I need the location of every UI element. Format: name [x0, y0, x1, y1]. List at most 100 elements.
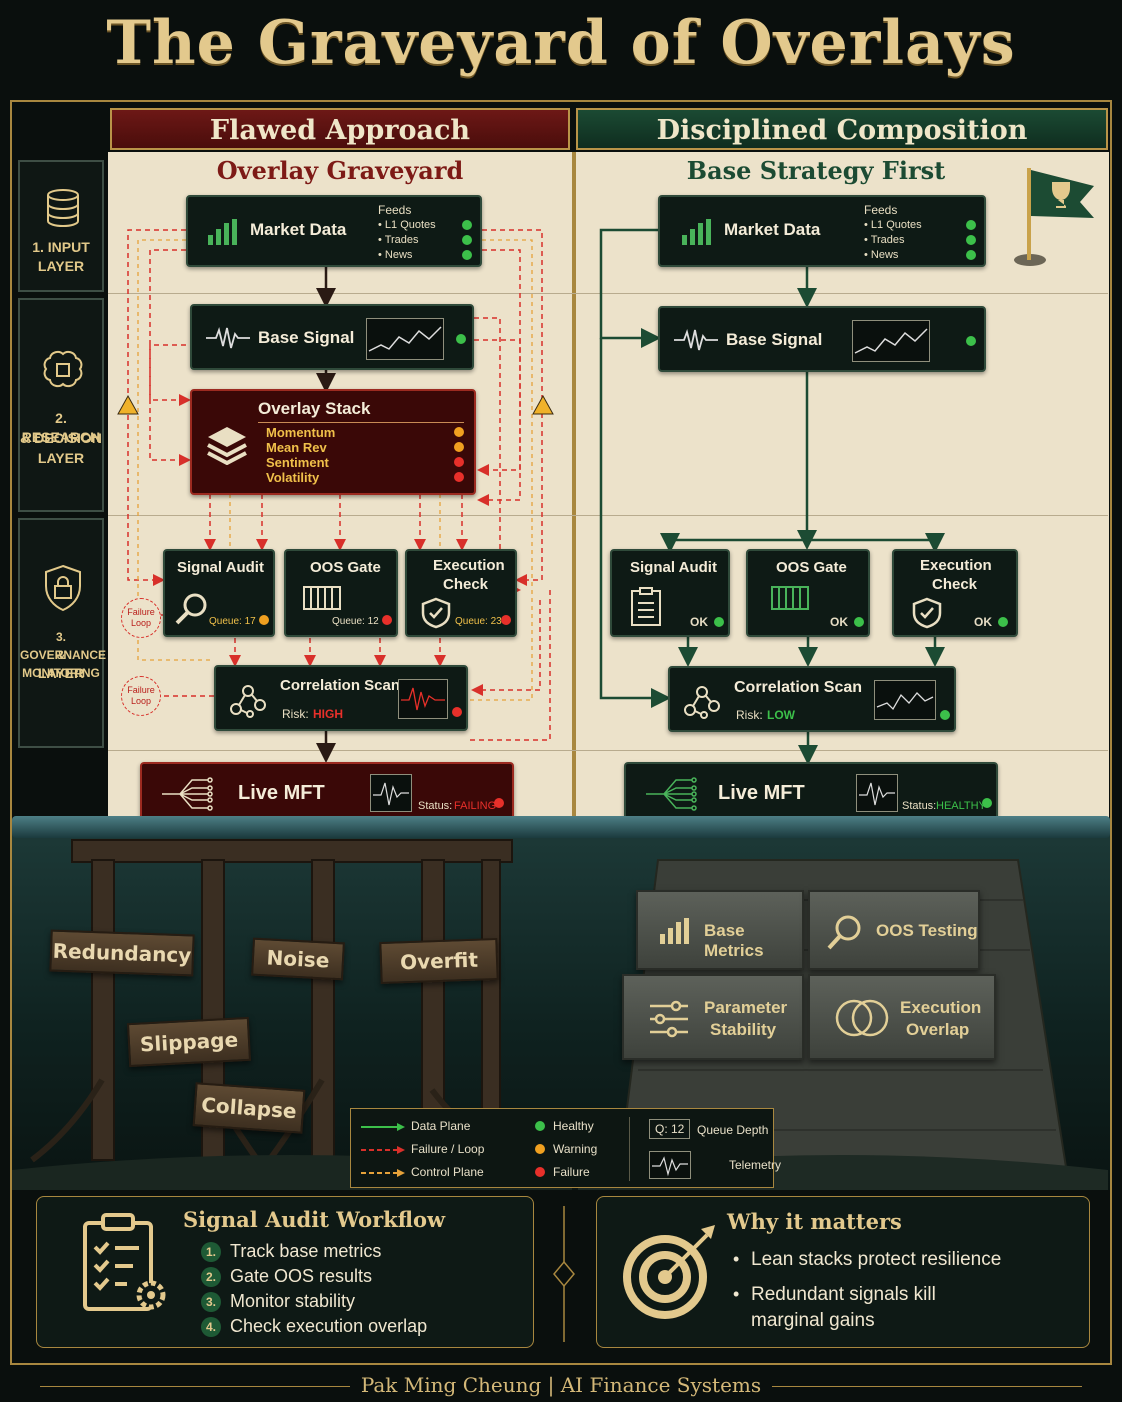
status-dot [454, 442, 464, 452]
gate-icon [303, 586, 341, 610]
layer-label-line: LAYER [37, 450, 85, 466]
node-title: OOS Gate [310, 559, 381, 576]
layer-label-line: LAYER [37, 258, 85, 274]
footer-rule [40, 1386, 350, 1387]
risk-label: Risk: [282, 707, 309, 721]
layers-icon [207, 427, 247, 465]
legend-line-samples [361, 1123, 405, 1177]
telemetry-chart [874, 680, 936, 720]
stone-label: Stability [710, 1020, 777, 1039]
step-number: 1. [201, 1242, 221, 1262]
queue-depth: Queue: 23 [455, 616, 502, 627]
node-title: Correlation Scan [280, 677, 401, 694]
status-dot [494, 798, 504, 808]
stone-label: Parameter [704, 998, 788, 1017]
why-point: Redundant signals kill [751, 1284, 936, 1305]
signal-audit-workflow-panel: Signal Audit Workflow 1. Track base metr… [36, 1196, 534, 1348]
layer-governance-monitoring: 3. GOVERNANCE & MONITORING LAYER [18, 518, 106, 748]
status-dot [501, 615, 511, 625]
status-dot [982, 798, 992, 808]
telemetry-chart [370, 774, 412, 812]
failure-loop-text: Loop [130, 696, 152, 706]
why-point: Lean stacks protect resilience [751, 1249, 1002, 1270]
sign-slippage: Slippage [126, 1016, 252, 1068]
layer-label-line: 2. RESEARCH [21, 410, 101, 445]
workflow-step: Track base metrics [230, 1241, 382, 1261]
left-market-data-node: Market Data Feeds • L1 Quotes • Trades •… [186, 195, 482, 267]
magnifier-icon [827, 915, 861, 950]
legend-telemetry: Telemetry [729, 1158, 782, 1172]
overlay-item: Mean Rev [266, 440, 327, 455]
legend-queue-depth: Queue Depth [697, 1123, 769, 1137]
header-disciplined-composition: Disciplined Composition [576, 108, 1108, 150]
status-dot [998, 617, 1008, 627]
footer-rule [772, 1386, 1082, 1387]
shield-lock-icon [45, 564, 81, 612]
stone-parameter-stability: Parameter Stability [622, 974, 804, 1060]
feed-item: • L1 Quotes [378, 219, 436, 231]
workflow-step: Gate OOS results [230, 1266, 373, 1286]
node-title: Base Signal [258, 328, 355, 347]
layer-separator [108, 515, 1108, 516]
legend-warning: Warning [553, 1142, 598, 1156]
left-correlation-scan-node: Correlation Scan Risk: HIGH [214, 665, 468, 731]
node-title: Signal Audit [177, 559, 264, 576]
status-dot [462, 250, 472, 260]
ornament-divider [553, 1206, 575, 1342]
status-dot [454, 472, 464, 482]
sliders-icon [650, 1000, 688, 1038]
gate-icon [771, 586, 809, 610]
venn-overlap-icon [835, 999, 889, 1037]
queue-depth: Queue: 12 [332, 616, 379, 627]
node-title: Overlay Stack [258, 399, 371, 418]
step-number: 3. [201, 1292, 221, 1312]
why-title: Why it matters [727, 1209, 902, 1234]
risk-label: Risk: [736, 708, 763, 722]
shield-check-icon [912, 597, 942, 629]
feed-item: • L1 Quotes [864, 219, 922, 231]
subheader-base-strategy-first: Base Strategy First [686, 156, 946, 185]
main-frame [10, 100, 1112, 1365]
right-base-signal-node: Base Signal [658, 306, 986, 372]
risk-value: LOW [767, 708, 795, 722]
layer-label-line: LAYER [37, 665, 85, 681]
waveform-icon [674, 328, 718, 351]
circuit-icon [162, 777, 213, 811]
status-dot [382, 615, 392, 625]
footer-credit: Pak Ming Cheung | AI Finance Systems [360, 1373, 762, 1397]
stone-oos-testing: OOS Testing [808, 890, 980, 970]
left-execution-check-node: Execution Check Queue: 23 [405, 549, 517, 637]
layer-separator [108, 750, 1108, 751]
status-dot [966, 250, 976, 260]
workflow-step: Monitor stability [230, 1291, 356, 1311]
status-dot [966, 336, 976, 346]
layer-separator [108, 293, 1108, 294]
status-dot [462, 220, 472, 230]
node-title: Base Signal [726, 330, 823, 349]
workflow-title: Signal Audit Workflow [183, 1207, 446, 1232]
network-icon [230, 685, 266, 718]
stone-execution-overlap: Execution Overlap [808, 974, 996, 1060]
overlay-item: Momentum [266, 425, 336, 440]
node-title: Check [932, 576, 978, 593]
node-title: Signal Audit [630, 559, 717, 576]
failure-loop-text: Failure [127, 607, 155, 617]
status-ok: OK [830, 615, 848, 629]
stone-label: Execution [900, 998, 982, 1017]
workflow-step: Check execution overlap [230, 1316, 428, 1336]
step-number: 4. [201, 1317, 221, 1337]
right-execution-check-node: Execution Check OK [892, 549, 1018, 637]
step-number: 2. [201, 1267, 221, 1287]
status-ok: OK [690, 615, 708, 629]
overlay-item: Sentiment [266, 455, 329, 470]
status-ok: OK [974, 615, 992, 629]
bar-chart-icon [682, 219, 711, 245]
status-dot [854, 617, 864, 627]
node-title: Check [443, 576, 489, 593]
waveform-icon [206, 326, 250, 349]
feed-item: • Trades [378, 234, 419, 246]
connector-lines [117, 228, 945, 765]
status-value: FAILING [454, 800, 497, 812]
telemetry-chart [398, 679, 448, 719]
